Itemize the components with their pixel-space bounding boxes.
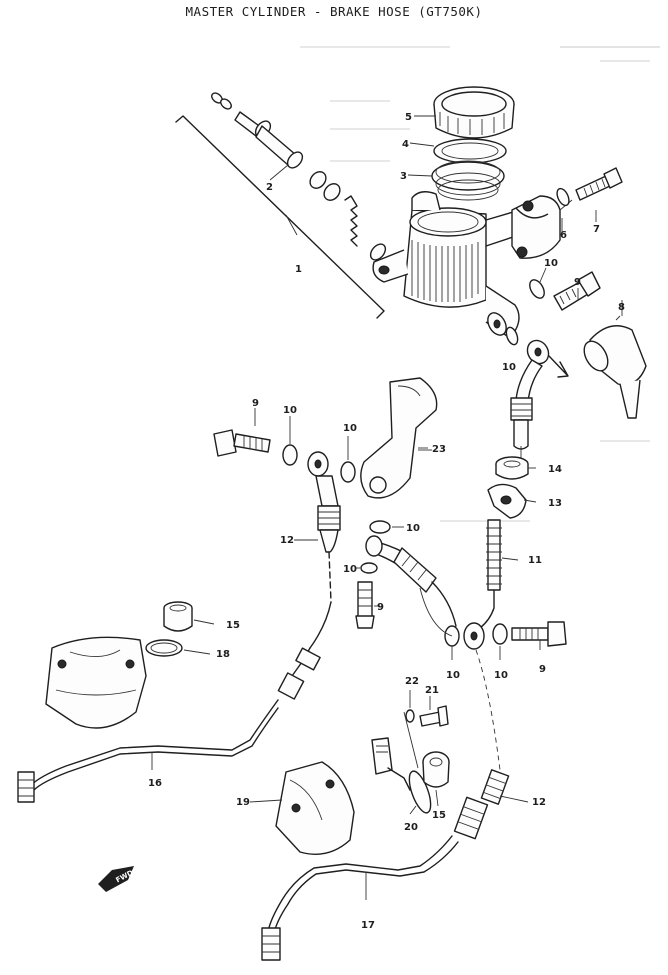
- callout-10-center: 10: [406, 523, 420, 534]
- left-banjo-bolt-9: [213, 429, 356, 483]
- center-banjo-joint: [355, 520, 457, 629]
- master-cylinder-body: [372, 191, 523, 339]
- grommet-15-left: [163, 601, 193, 632]
- diaphragm-3: [431, 160, 505, 201]
- dust-boot-8: [583, 315, 647, 419]
- assembly-bracket-1: [175, 115, 385, 319]
- callout-16: 16: [148, 778, 162, 789]
- brake-hose-11: [419, 519, 567, 771]
- callout-23: 23: [432, 444, 446, 455]
- callout-17: 17: [361, 920, 375, 931]
- hose-clamp-23: [360, 377, 438, 499]
- holder-washer-and-bolt-7: [556, 167, 623, 207]
- callout-4: 4: [402, 139, 409, 150]
- retainer-20: [371, 711, 432, 814]
- reservoir-cap-5: [433, 86, 515, 139]
- callout-9-center: 9: [377, 602, 384, 613]
- left-caliper-cover: [45, 636, 147, 729]
- callout-18: 18: [216, 649, 230, 660]
- callout-10-clamp: 10: [343, 423, 357, 434]
- leader-lines: [151, 115, 623, 900]
- callout-15-left: 15: [226, 620, 240, 631]
- callout-10-mid: 10: [502, 362, 516, 373]
- callout-20: 20: [404, 822, 418, 833]
- piston-kit-2: [211, 92, 387, 261]
- callout-8: 8: [618, 302, 625, 313]
- callout-10-upper: 10: [544, 258, 558, 269]
- bleed-through-text: [300, 46, 660, 522]
- upper-hose-banjo: [510, 339, 569, 470]
- diaphragm-plate-4: [433, 138, 507, 164]
- callout-19: 19: [236, 797, 250, 808]
- grommet-14: [495, 456, 529, 480]
- callout-9-upper: 9: [574, 277, 581, 288]
- callout-10-lower: 10: [343, 564, 357, 575]
- left-hose-banjo-12: [307, 451, 341, 553]
- lever-holder-6: [511, 195, 573, 259]
- callout-1: 1: [295, 264, 302, 275]
- callout-labels: 1 2 3 4 5 6 7 8 9 9 9 9 10 10 10 10 10 1…: [148, 112, 625, 931]
- callout-10-left: 10: [283, 405, 297, 416]
- upper-banjo-bolt-9: [505, 271, 601, 346]
- bolt-21-washer-22: [405, 705, 449, 727]
- callout-9-right: 9: [539, 664, 546, 675]
- callout-12-right: 12: [532, 797, 546, 808]
- callout-3: 3: [400, 171, 407, 182]
- callout-9-left: 9: [252, 398, 259, 409]
- callout-10-bl: 10: [446, 670, 460, 681]
- grommet-15-right: [422, 751, 450, 788]
- brake-hose-left: [309, 551, 332, 649]
- callout-13: 13: [548, 498, 562, 509]
- callout-15-right: 15: [432, 810, 446, 821]
- callout-7: 7: [593, 224, 600, 235]
- caliper-cover-19: [275, 761, 355, 855]
- forward-arrow-icon: FWD: [98, 866, 135, 892]
- diagram-title: MASTER CYLINDER - BRAKE HOSE (GT750K): [185, 4, 483, 19]
- callout-10-br: 10: [494, 670, 508, 681]
- grommet-plate-13: [487, 483, 527, 519]
- callout-14: 14: [548, 464, 562, 475]
- clip-ring-18: [145, 639, 183, 657]
- callout-6: 6: [560, 230, 567, 241]
- callout-21: 21: [425, 685, 439, 696]
- callout-22: 22: [405, 676, 419, 687]
- callout-2: 2: [266, 182, 273, 193]
- brake-pipe-17: [261, 769, 510, 961]
- callout-5: 5: [405, 112, 412, 123]
- callout-12-left: 12: [280, 535, 294, 546]
- brake-pipe-16: [17, 647, 321, 803]
- callout-11: 11: [528, 555, 542, 566]
